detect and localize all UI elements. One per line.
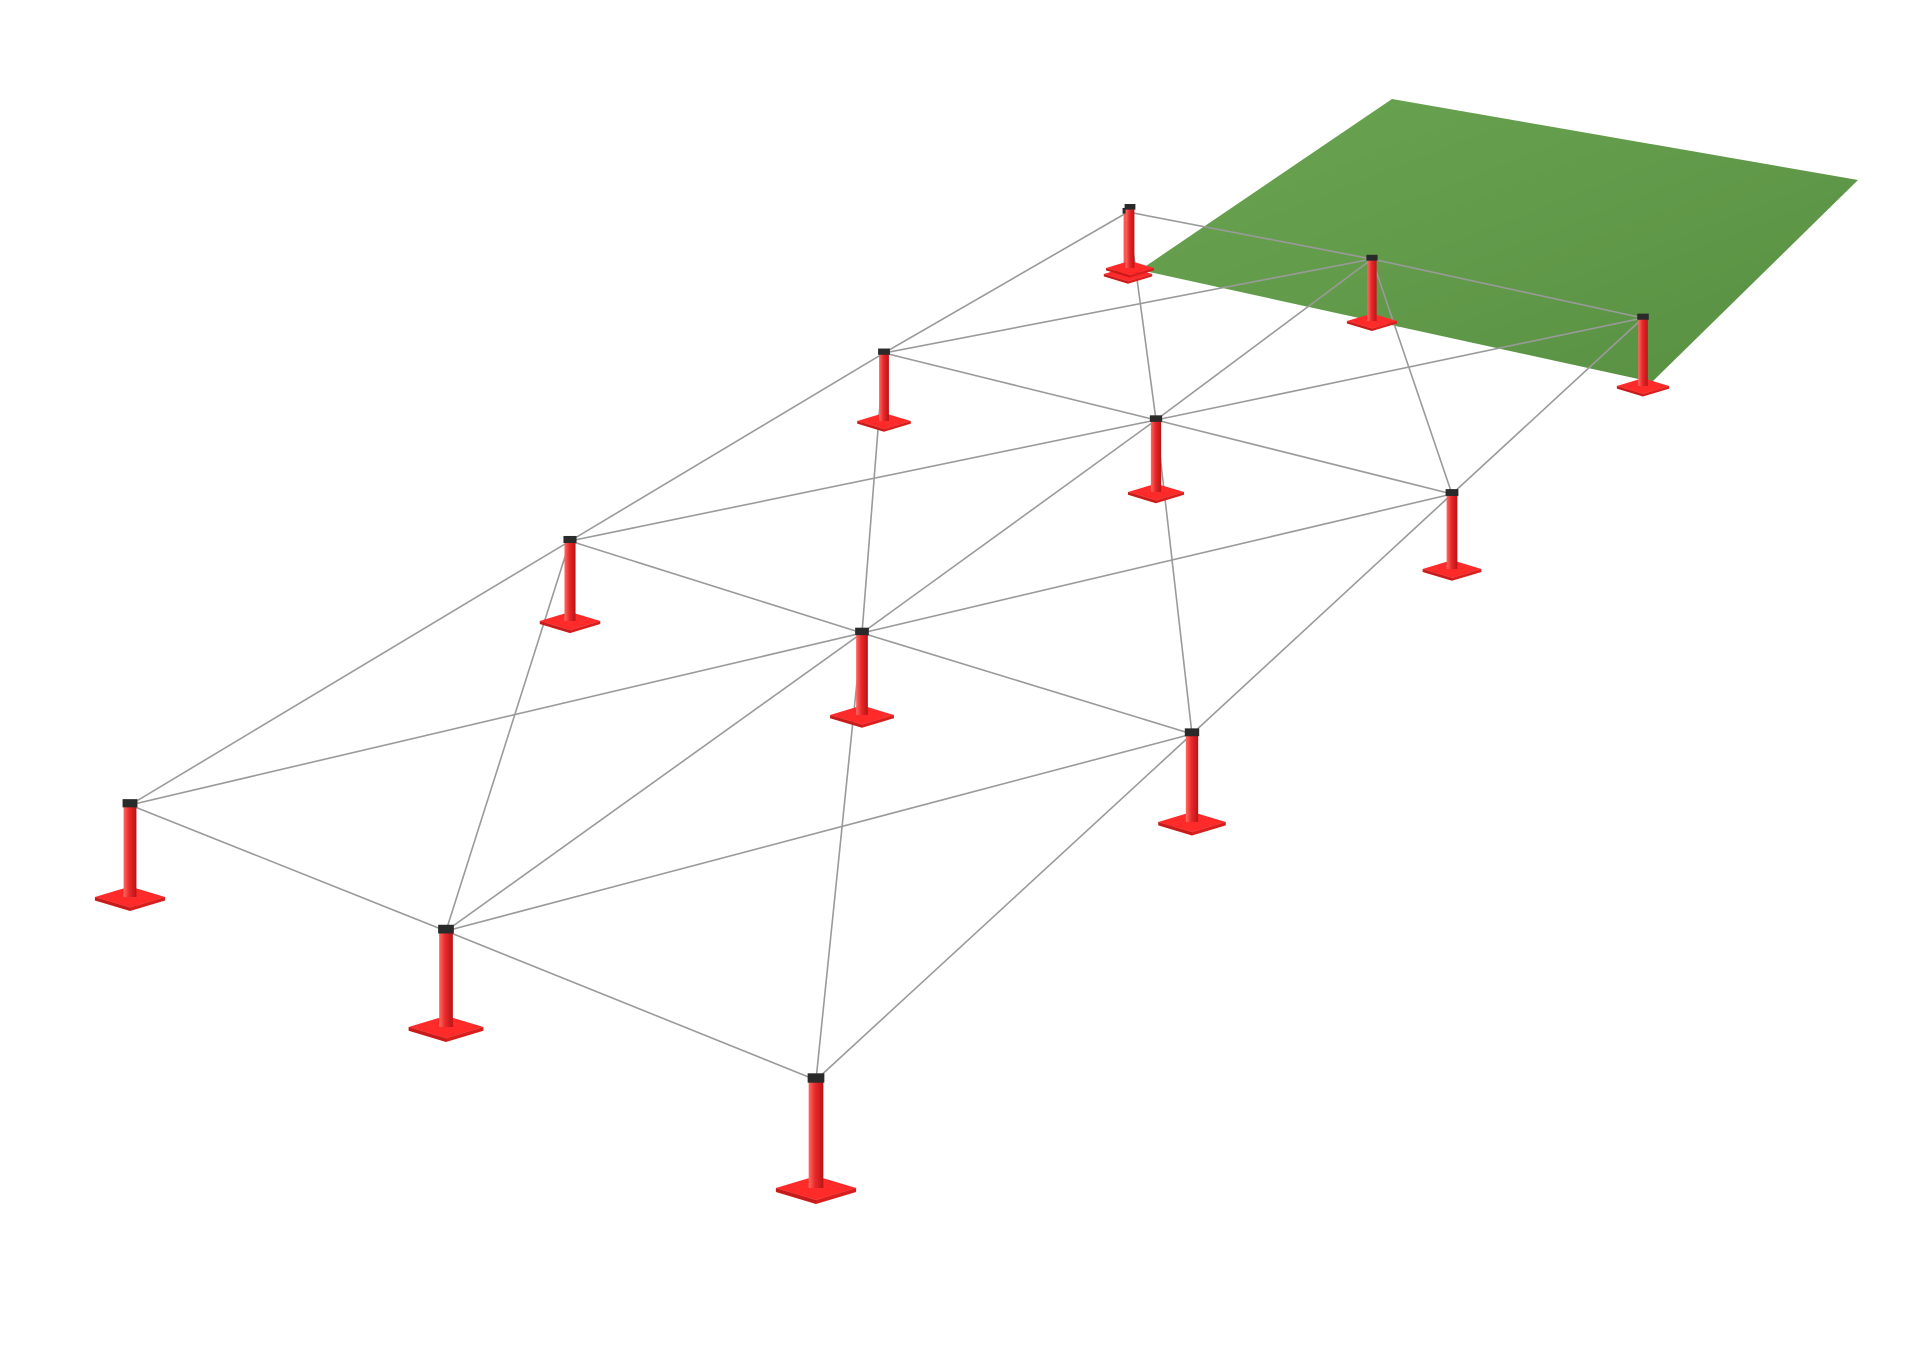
base-plate-edge: [1128, 274, 1153, 284]
rope-icon: [861, 493, 1453, 634]
base-plate-edge: [1106, 268, 1130, 278]
post-cap: [855, 627, 869, 636]
post-j: [94, 799, 166, 912]
post-e: [1127, 415, 1185, 504]
base-plate-edge: [830, 715, 862, 728]
rope-icon: [129, 632, 863, 806]
rope-net: [129, 211, 1644, 1081]
rope-icon: [1451, 317, 1644, 495]
base-plate-edge: [1130, 268, 1154, 278]
rope-icon: [815, 632, 863, 1081]
base-plate-edge: [884, 421, 911, 432]
post-cap: [563, 535, 577, 544]
base-plate-edge: [408, 1027, 446, 1042]
rope-icon: [1155, 258, 1373, 421]
rope-icon: [815, 733, 1193, 1081]
base-plate-edge: [816, 1188, 857, 1205]
base-plate-edge: [1192, 822, 1226, 836]
rope-icon: [569, 352, 885, 542]
rope-icon: [445, 733, 1193, 932]
base-plate-edge: [1616, 386, 1643, 397]
post-c: [1616, 313, 1670, 397]
base-plate-edge: [1103, 274, 1128, 284]
rope-icon: [445, 930, 817, 1081]
rope-icon: [883, 211, 1129, 354]
rope-icon: [1191, 493, 1453, 735]
base-plate-edge: [862, 715, 894, 728]
rope-icon: [883, 258, 1373, 354]
post-cap: [1637, 313, 1649, 320]
post-back: [1106, 204, 1154, 278]
post-cap: [1149, 415, 1163, 422]
post-icon: [1185, 734, 1199, 822]
base-plate-edge: [775, 1188, 816, 1205]
rope-icon: [129, 540, 571, 806]
post-k: [408, 924, 484, 1042]
post-icon: [564, 541, 576, 621]
rope-icon: [1371, 258, 1453, 495]
posts: [94, 204, 1670, 1205]
post-icon: [1125, 208, 1135, 268]
base-plate-edge: [1372, 321, 1398, 332]
base-plate-edge: [94, 897, 130, 912]
post-cap: [1366, 254, 1378, 261]
post-icon: [1638, 318, 1648, 386]
rope-icon: [1127, 211, 1373, 260]
post-icon: [879, 353, 889, 421]
post-d: [857, 348, 911, 432]
rope-icon: [445, 540, 571, 932]
post-cap: [438, 924, 454, 934]
rope-icon: [861, 632, 1193, 735]
rope-icon: [1155, 419, 1453, 495]
rope-icon: [883, 352, 1157, 421]
post-icon: [808, 1080, 824, 1188]
post-cap: [1445, 489, 1459, 496]
post-cap: [807, 1073, 825, 1083]
post-h: [830, 627, 894, 728]
rope-icon: [1155, 419, 1193, 735]
post-icon: [439, 931, 453, 1027]
rope-icon: [1155, 317, 1644, 421]
base-plate-edge: [1158, 822, 1192, 836]
base-plate-edge: [446, 1027, 484, 1042]
base-plate-edge: [1643, 386, 1670, 397]
base-plate-edge: [539, 621, 570, 634]
post-icon: [856, 633, 868, 715]
post-icon: [1150, 420, 1162, 492]
base-plate-edge: [1452, 569, 1482, 581]
base-plate-edge: [857, 421, 884, 432]
post-cap: [122, 799, 138, 808]
post-icon: [1367, 259, 1377, 321]
post-f: [1422, 489, 1482, 581]
post-g: [539, 535, 601, 634]
base-plate-edge: [1422, 569, 1452, 581]
post-l: [775, 1073, 857, 1205]
base-plate-edge: [570, 621, 601, 634]
base-plate-edge: [1346, 321, 1372, 332]
turf-surface: [1140, 99, 1858, 382]
post-i: [1158, 728, 1226, 836]
post-cap: [1124, 204, 1136, 210]
post-cap: [1184, 728, 1200, 737]
post-b: [1346, 254, 1398, 332]
post-icon: [123, 805, 137, 897]
rope-icon: [569, 540, 863, 634]
rope-icon: [569, 419, 1157, 542]
base-plate-edge: [1127, 492, 1156, 504]
base-plate-edge: [130, 897, 166, 912]
base-plate-edge: [1156, 492, 1185, 504]
post-cap: [878, 348, 890, 355]
turf-icon: [1140, 99, 1858, 382]
post-icon: [1446, 494, 1458, 569]
rope-icon: [445, 632, 863, 932]
rope-icon: [129, 804, 447, 932]
rope-icon: [1371, 258, 1644, 319]
rope-icon: [861, 419, 1157, 634]
